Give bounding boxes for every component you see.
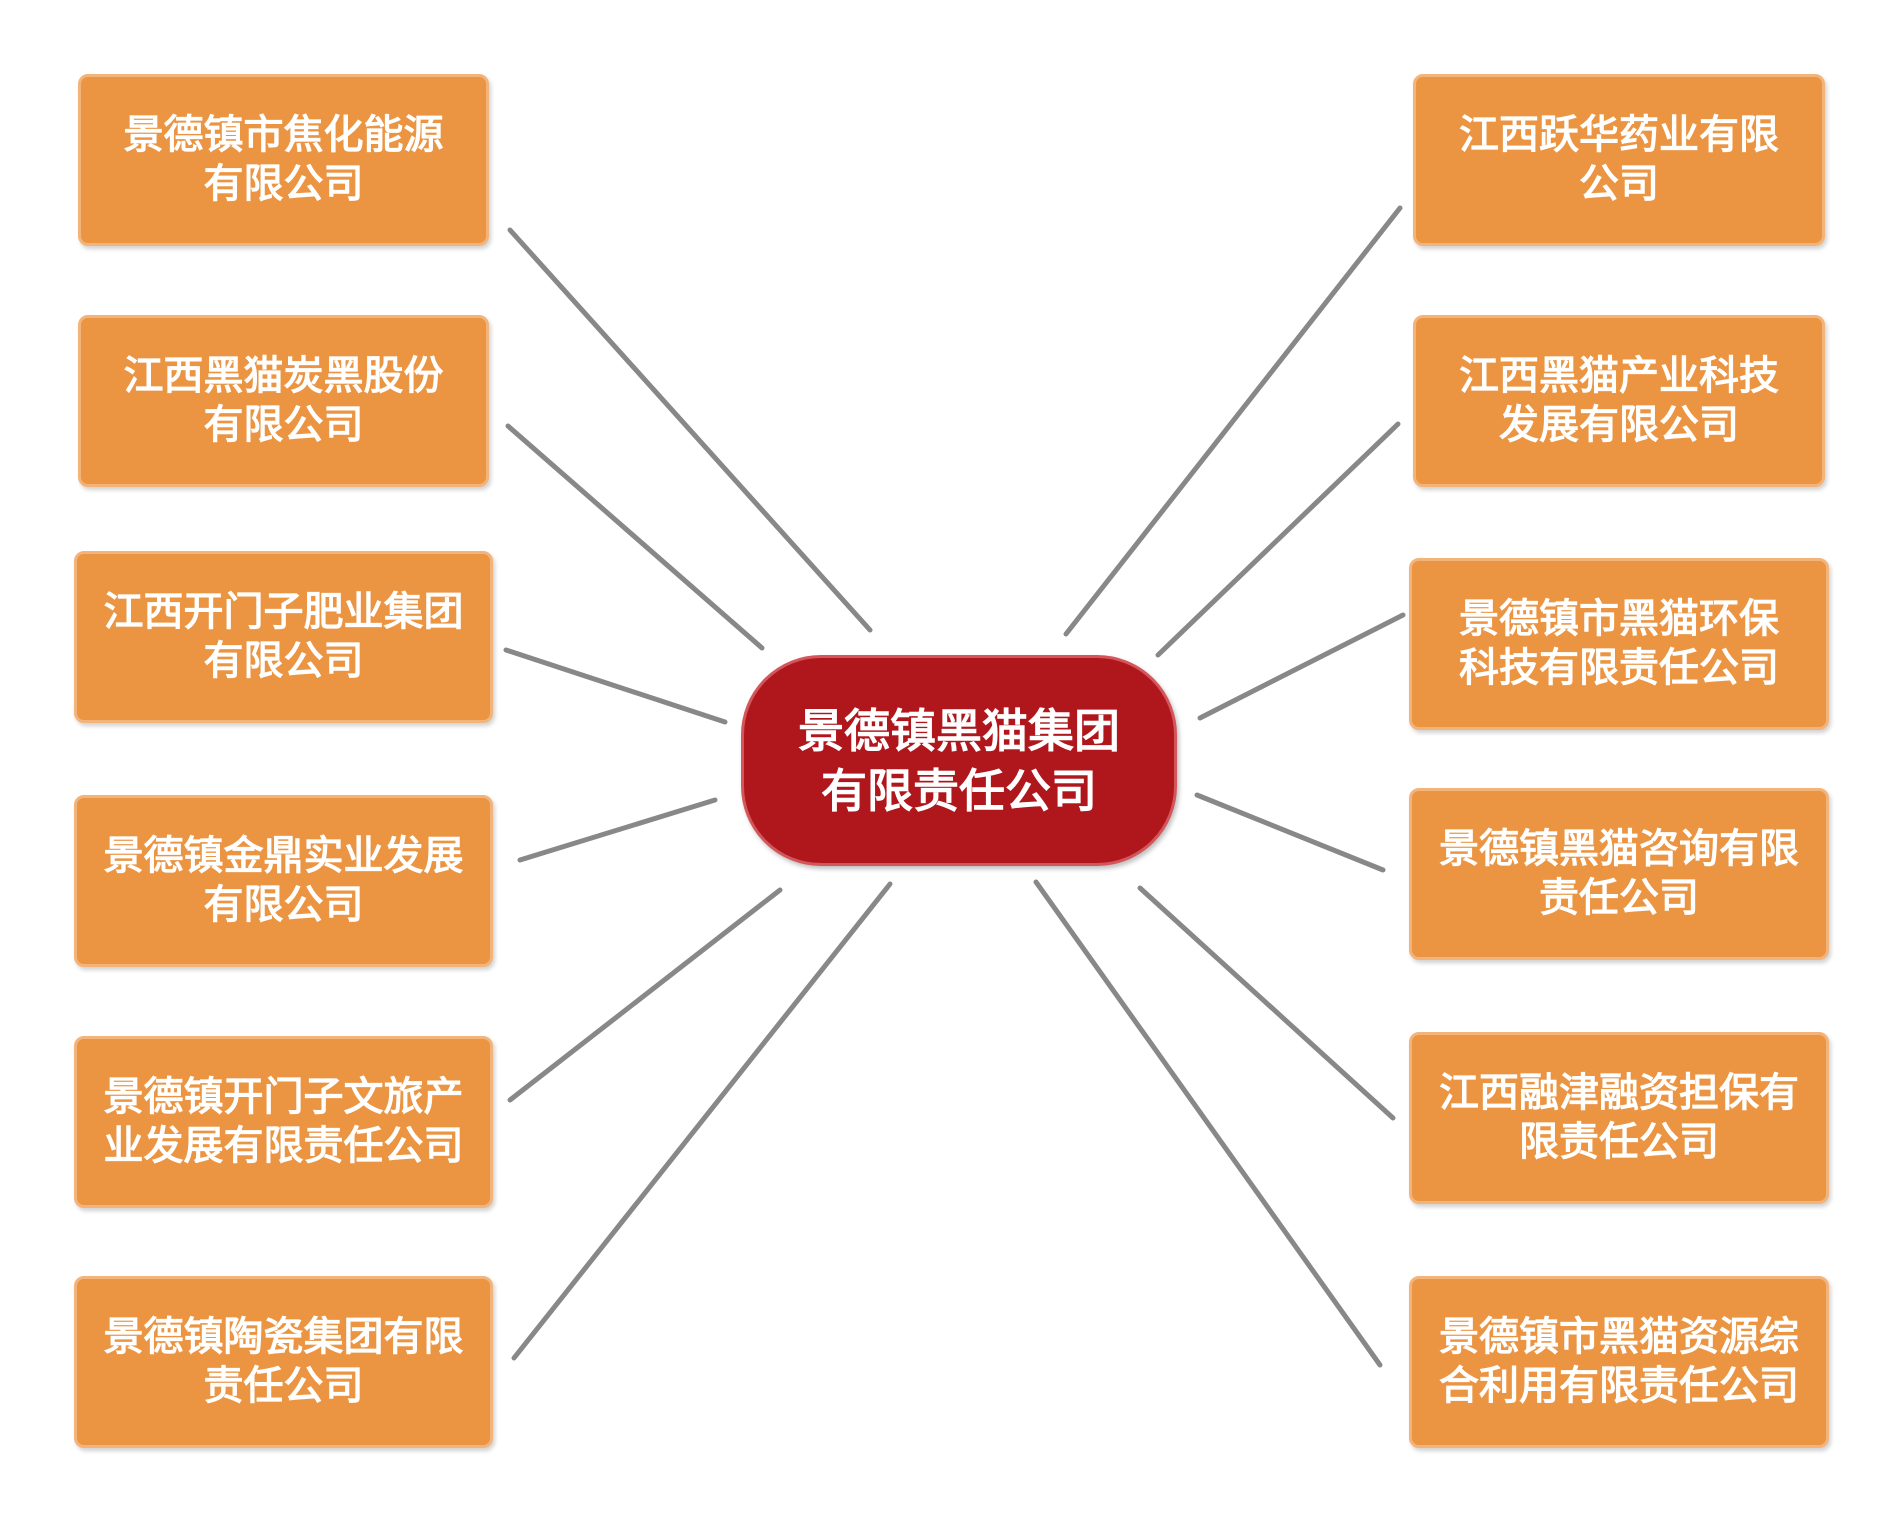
connector-left-1 [507,227,873,633]
right-node-6-line2: 合利用有限责任公司 [1439,1363,1799,1409]
right-node-1: 江西跃华药业有限 公司 [1413,74,1825,246]
right-node-5-line2: 限责任公司 [1519,1119,1719,1165]
connector-left-3 [503,647,728,725]
right-node-2-line1: 江西黑猫产业科技 [1459,353,1779,399]
right-node-4-line2: 责任公司 [1539,875,1699,921]
left-node-6-line2: 责任公司 [203,1363,364,1409]
right-node-3-line2: 科技有限责任公司 [1459,645,1779,691]
left-node-1-line2: 有限公司 [203,161,364,207]
center-node-line1: 景德镇黑猫集团 [798,703,1120,758]
left-node-3: 江西开门子肥业集团 有限公司 [74,551,493,723]
connector-right-3 [1197,612,1406,721]
center-node-line2: 有限责任公司 [821,763,1097,818]
right-node-4: 景德镇黑猫咨询有限 责任公司 [1409,788,1829,960]
left-node-4-line1: 景德镇金鼎实业发展 [103,833,464,879]
left-node-2: 江西黑猫炭黑股份 有限公司 [78,315,489,487]
connector-left-5 [507,887,783,1103]
right-node-2-line2: 发展有限公司 [1499,402,1739,448]
right-node-6-line1: 景德镇市黑猫资源综 [1439,1314,1799,1360]
right-node-4-line1: 景德镇黑猫咨询有限 [1439,826,1799,872]
left-node-4: 景德镇金鼎实业发展 有限公司 [74,795,493,967]
right-node-1-line2: 公司 [1579,161,1659,207]
left-node-2-line1: 江西黑猫炭黑股份 [123,353,444,399]
left-node-3-line2: 有限公司 [203,638,364,684]
left-node-3-line1: 江西开门子肥业集团 [103,589,464,635]
connector-right-2 [1155,421,1401,658]
left-node-5: 景德镇开门子文旅产 业发展有限责任公司 [74,1036,493,1208]
left-node-1: 景德镇市焦化能源 有限公司 [78,74,489,246]
connector-right-5 [1137,885,1396,1121]
left-node-5-line2: 业发展有限责任公司 [103,1123,464,1169]
connector-left-6 [511,881,893,1361]
left-node-2-line2: 有限公司 [203,402,364,448]
center-node-parent-company: 景德镇黑猫集团 有限责任公司 [741,655,1177,866]
left-node-6-line1: 景德镇陶瓷集团有限 [103,1314,464,1360]
left-node-1-line1: 景德镇市焦化能源 [123,112,444,158]
right-node-6: 景德镇市黑猫资源综 合利用有限责任公司 [1409,1276,1829,1448]
right-node-3-line1: 景德镇市黑猫环保 [1459,596,1779,642]
connector-left-4 [517,797,718,863]
right-node-1-line1: 江西跃华药业有限 [1459,112,1779,158]
connector-right-1 [1063,205,1403,637]
right-node-2: 江西黑猫产业科技 发展有限公司 [1413,315,1825,487]
connector-right-6 [1033,879,1383,1368]
connector-right-4 [1194,792,1386,873]
left-node-6: 景德镇陶瓷集团有限 责任公司 [74,1276,493,1448]
left-node-5-line1: 景德镇开门子文旅产 [103,1074,464,1120]
right-node-5-line1: 江西融津融资担保有 [1439,1070,1799,1116]
left-node-4-line2: 有限公司 [203,882,364,928]
connector-left-2 [505,423,765,651]
right-node-5: 江西融津融资担保有 限责任公司 [1409,1032,1829,1204]
right-node-3: 景德镇市黑猫环保 科技有限责任公司 [1409,558,1829,730]
